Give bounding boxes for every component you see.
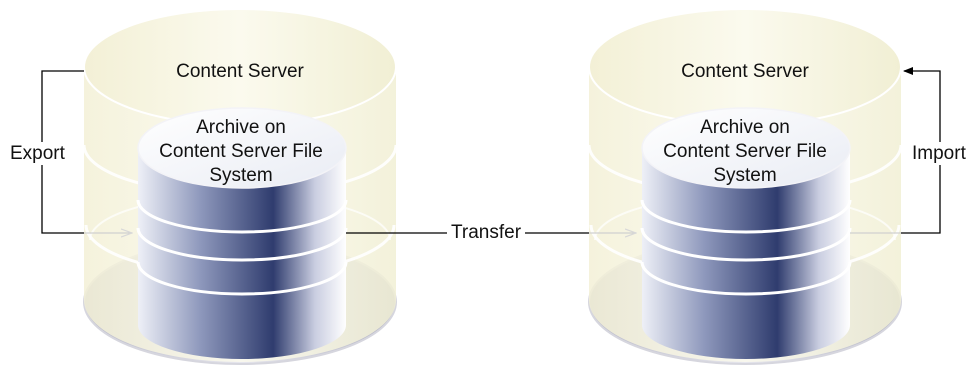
left-server-title: Content Server xyxy=(176,61,304,82)
right-archive-label-line-2: Content Server File xyxy=(663,141,827,162)
left-archive-cylinder xyxy=(136,107,348,359)
right-archive-label-line-1: Archive on xyxy=(700,117,790,138)
left-archive-label-line-3: System xyxy=(209,165,273,186)
transfer-label: Transfer xyxy=(447,221,526,244)
export-label: Export xyxy=(6,142,69,165)
right-server-title: Content Server xyxy=(681,61,809,82)
import-label: Import xyxy=(908,142,970,165)
left-archive-label-line-1: Archive on xyxy=(196,117,286,138)
right-archive-label-line-3: System xyxy=(713,165,777,186)
right-archive-cylinder xyxy=(640,107,852,359)
left-archive-label-line-2: Content Server File xyxy=(159,141,323,162)
